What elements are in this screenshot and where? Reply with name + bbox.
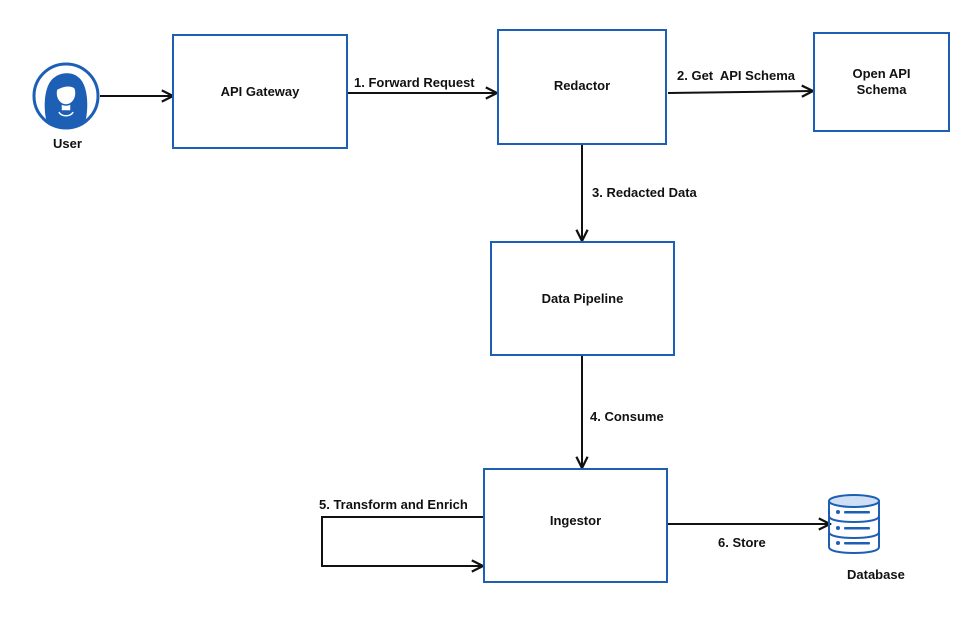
edge-label-transform-enrich: 5. Transform and Enrich (319, 497, 468, 512)
open-api-schema-box: Open API Schema (813, 32, 950, 132)
ingestor-box: Ingestor (483, 468, 668, 583)
arrow-ingestor-loop (321, 516, 484, 566)
edge-label-get-schema: 2. Get API Schema (677, 68, 796, 83)
api-gateway-label: API Gateway (220, 83, 300, 99)
api-gateway-box: API Gateway (172, 34, 348, 149)
redactor-box: Redactor (497, 29, 667, 145)
edge-label-consume: 4. Consume (590, 409, 664, 424)
edge-label-forward-request: 1. Forward Request (354, 75, 475, 90)
arrow-redactor-to-schema (667, 91, 813, 93)
redactor-label: Redactor (553, 78, 611, 93)
database-label: Database (847, 567, 905, 582)
data-pipeline-box: Data Pipeline (490, 241, 675, 356)
user-label: User (53, 136, 82, 151)
ingestor-label: Ingestor (549, 512, 602, 528)
edge-label-redacted-data: 3. Redacted Data (592, 185, 697, 200)
user-avatar-icon (32, 62, 100, 130)
open-api-schema-label: Open API Schema (852, 66, 911, 97)
data-pipeline-label: Data Pipeline (541, 290, 624, 306)
database-icon (828, 494, 880, 555)
edge-label-store: 6. Store (718, 535, 766, 550)
